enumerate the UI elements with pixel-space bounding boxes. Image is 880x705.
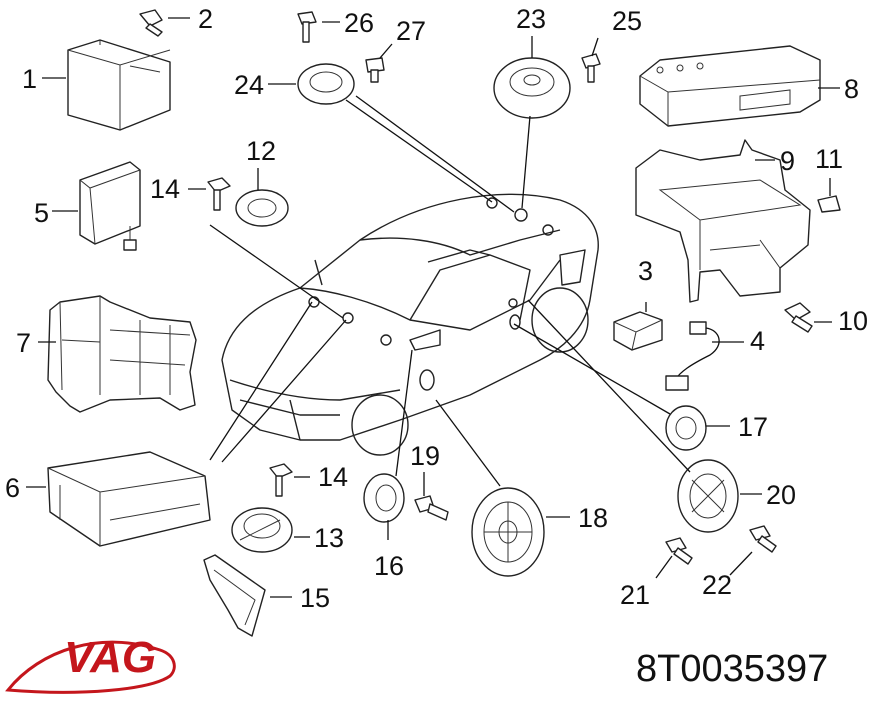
part-1-control-module bbox=[67, 39, 171, 131]
callout-5: 5 bbox=[34, 198, 49, 228]
part-8-amplifier bbox=[639, 45, 821, 127]
part-17-speaker bbox=[665, 405, 707, 451]
part-18-woofer bbox=[471, 487, 545, 577]
callout-19: 19 bbox=[410, 441, 440, 471]
callout-11: 11 bbox=[815, 144, 843, 174]
callout-4: 4 bbox=[750, 326, 765, 356]
part-13-speaker bbox=[231, 507, 293, 553]
callout-15: 15 bbox=[300, 583, 330, 613]
part-20-speaker bbox=[677, 459, 739, 533]
callout-26: 26 bbox=[344, 8, 374, 38]
callout-22: 22 bbox=[702, 570, 732, 600]
callout-1: 1 bbox=[22, 64, 37, 94]
callout-17: 17 bbox=[738, 412, 768, 442]
vag-logo: VAG bbox=[5, 633, 176, 694]
part-2-bolt bbox=[139, 9, 163, 37]
part-19-bolt bbox=[414, 495, 449, 521]
callout-8: 8 bbox=[844, 74, 859, 104]
callout-14-lower: 14 bbox=[318, 462, 348, 492]
logo-swoosh bbox=[5, 640, 176, 694]
part-3-sensor bbox=[613, 311, 663, 351]
part-27-clip bbox=[365, 57, 385, 83]
callout-25: 25 bbox=[612, 6, 642, 36]
callout-13: 13 bbox=[314, 523, 344, 553]
callout-16: 16 bbox=[374, 551, 404, 581]
callout-24: 24 bbox=[234, 70, 264, 100]
part-10-bolt bbox=[784, 302, 813, 333]
part-12-tweeter bbox=[235, 189, 289, 227]
callout-2: 2 bbox=[198, 4, 213, 34]
callout-10: 10 bbox=[838, 306, 868, 336]
part-5-module bbox=[79, 161, 141, 251]
part-26-bolt bbox=[297, 11, 317, 43]
callout-23: 23 bbox=[516, 4, 546, 34]
callout-21: 21 bbox=[620, 580, 650, 610]
callout-labels: 1 2 3 4 5 6 7 8 9 10 11 12 13 14 14 15 1… bbox=[5, 4, 868, 613]
callout-3: 3 bbox=[638, 256, 653, 286]
part-6-radio-unit bbox=[47, 451, 211, 547]
part-15-speaker-grille bbox=[203, 554, 266, 637]
part-21-bolt bbox=[665, 537, 693, 565]
part-4-wiring bbox=[665, 321, 720, 391]
leader-lines bbox=[26, 17, 840, 598]
callout-27: 27 bbox=[396, 16, 426, 46]
part-14-bolt-lower bbox=[269, 463, 293, 497]
logo-text: VAG bbox=[64, 633, 156, 682]
car-outline bbox=[221, 193, 599, 456]
callout-9: 9 bbox=[780, 146, 795, 176]
callout-18: 18 bbox=[578, 503, 608, 533]
callout-6: 6 bbox=[5, 473, 20, 503]
callout-20: 20 bbox=[766, 480, 796, 510]
part-9-amplifier-bracket bbox=[635, 139, 811, 303]
part-7-bracket bbox=[47, 295, 197, 413]
part-24-speaker bbox=[297, 63, 355, 105]
callout-14-upper: 14 bbox=[150, 174, 180, 204]
part-16-speaker bbox=[363, 473, 405, 523]
part-number: 8T0035397 bbox=[636, 648, 828, 690]
part-23-speaker bbox=[493, 57, 571, 119]
callout-12: 12 bbox=[246, 136, 276, 166]
part-25-bolt bbox=[581, 53, 601, 83]
part-22-bolt bbox=[749, 525, 777, 553]
part-11-clip bbox=[817, 195, 841, 213]
part-14-bolt-upper bbox=[207, 177, 231, 211]
callout-7: 7 bbox=[16, 328, 31, 358]
